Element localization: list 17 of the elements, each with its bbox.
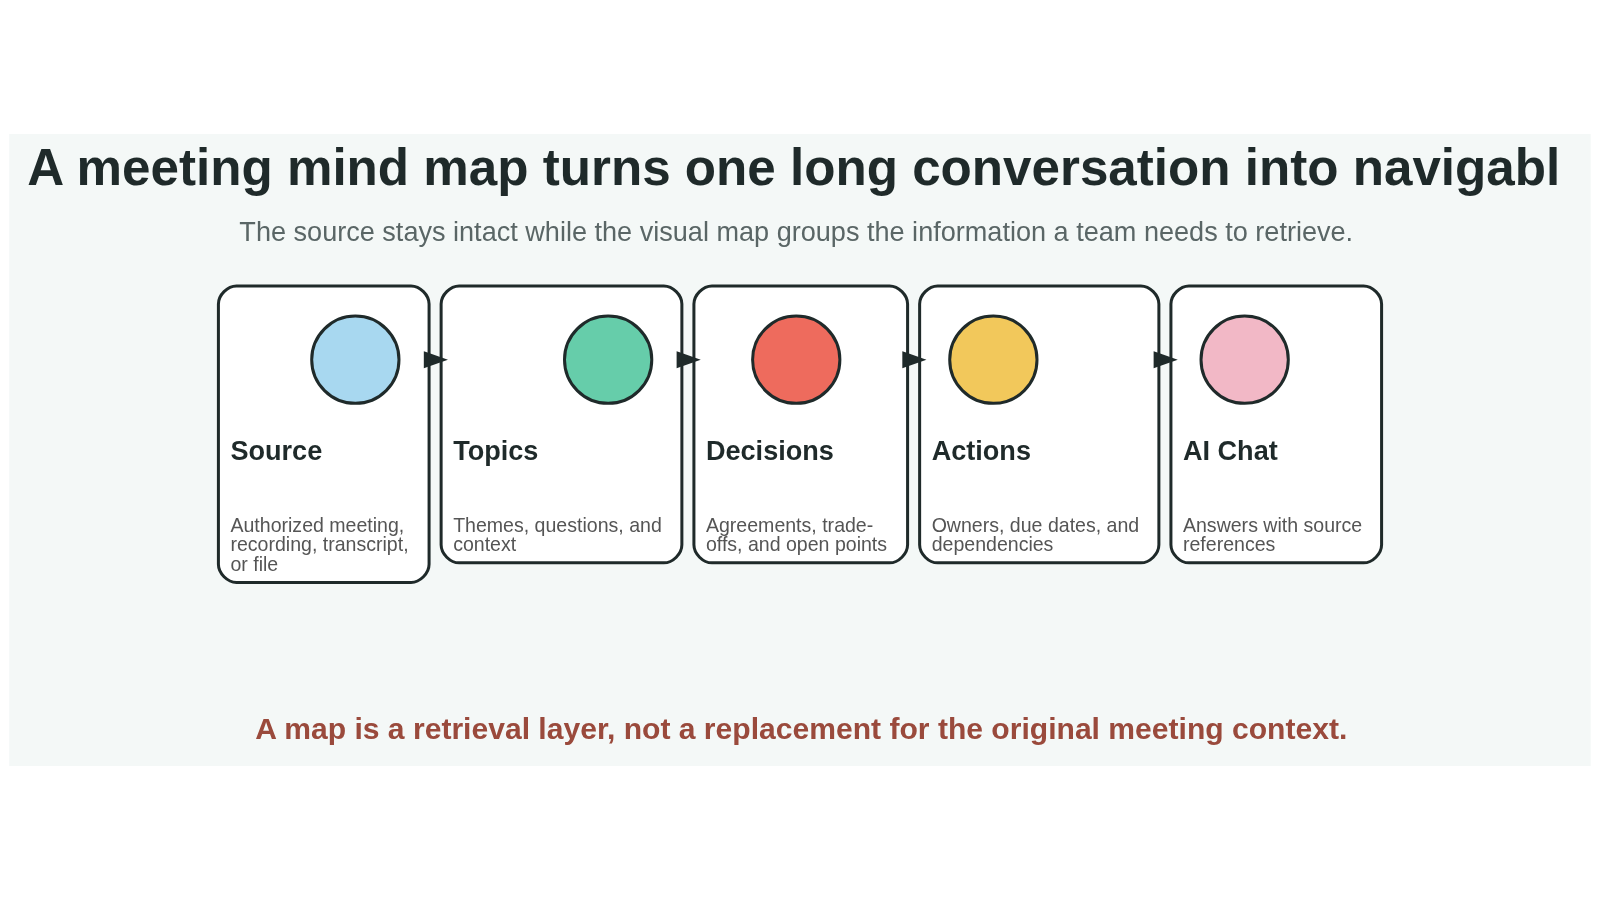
arrow	[902, 351, 927, 369]
node-circle	[1199, 314, 1290, 405]
cluster: Decisions Agreements, trade-offs, and open points	[692, 284, 910, 565]
arrow	[423, 351, 448, 369]
node-circle	[948, 314, 1039, 405]
node-circle	[563, 314, 654, 405]
node-circle	[751, 314, 842, 405]
diagram-title: A meeting mind map turns one long conversation into navigabl	[27, 139, 1561, 197]
cluster: Topics Themes, questions, and context	[439, 284, 684, 565]
arrow	[1153, 351, 1178, 369]
cluster: Actions Owners, due dates, and dependencies	[918, 284, 1161, 565]
cluster: Source Authorized meeting, recording, transcript, or file	[216, 284, 431, 584]
node-circle	[310, 314, 401, 405]
cluster: AI Chat Answers with source references	[1169, 284, 1384, 565]
label: The source stays intact while the visual map groups the information a team needs to retrieve.	[239, 216, 1354, 248]
label: A map is a retrieval layer, not a replacement for the original meeting context.	[255, 711, 1348, 745]
arrow	[676, 351, 701, 369]
